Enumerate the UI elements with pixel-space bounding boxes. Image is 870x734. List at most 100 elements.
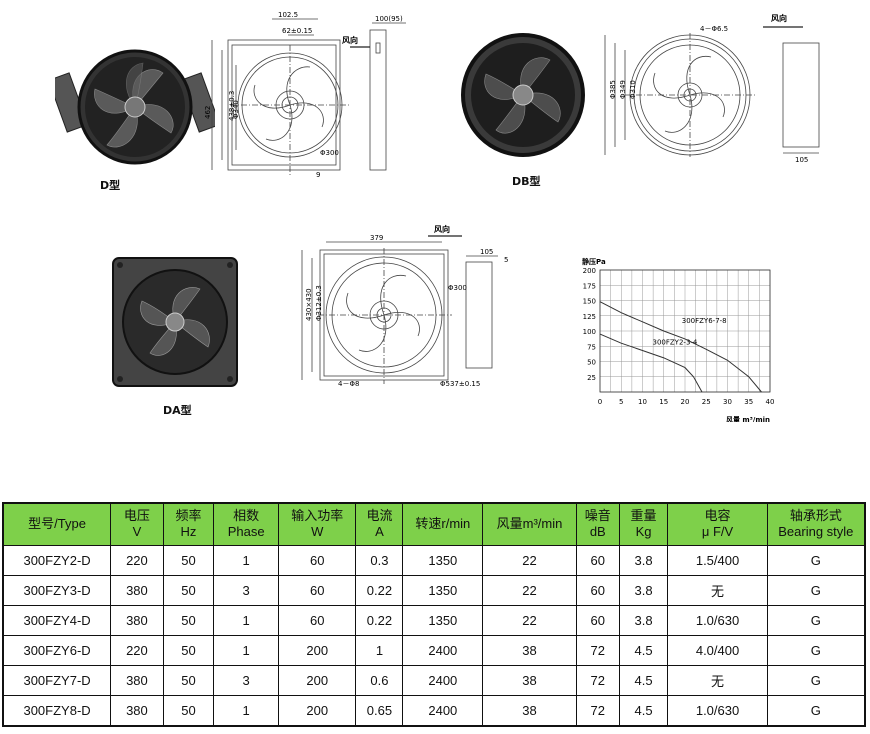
dim-label: Φ300	[448, 284, 467, 292]
table-cell: 60	[278, 544, 357, 576]
column-header-line: 输入功率	[291, 508, 344, 524]
table-cell: 1.0/630	[667, 604, 768, 636]
column-header-line: 重量	[630, 508, 657, 524]
table-cell: 1	[213, 544, 280, 576]
wind-direction-label: 风向	[434, 224, 450, 234]
column-header: 转速r/min	[402, 502, 484, 546]
table-cell: 1350	[402, 604, 484, 636]
table-cell: G	[766, 664, 866, 696]
table-cell: 200	[278, 694, 357, 726]
wind-direction-label: 风向	[342, 35, 358, 45]
y-tick-label: 125	[583, 313, 596, 321]
table-cell: 60	[575, 604, 620, 636]
table-cell: 60	[278, 604, 357, 636]
column-header: 型号/Type	[2, 502, 112, 546]
column-header-line: 频率	[175, 508, 202, 524]
table-cell: 50	[162, 634, 215, 666]
y-tick-label: 175	[583, 282, 596, 290]
table-cell: 0.3	[355, 544, 404, 576]
table-cell: 2400	[402, 694, 484, 726]
x-tick-label: 35	[744, 398, 753, 406]
y-tick-label: 50	[587, 359, 596, 367]
drawing-db: 4－Φ6.5 风向 Φ385 Φ349 Φ310 105	[604, 13, 820, 164]
table-cell: 4.0/400	[667, 634, 768, 666]
column-header-line: 转速r/min	[415, 516, 471, 532]
column-header-line: A	[375, 524, 384, 540]
fan-photo-db	[461, 33, 585, 157]
column-header-line: 电流	[366, 508, 393, 524]
column-header-line: 相数	[233, 508, 260, 524]
y-axis-label: 静压Pa	[582, 257, 606, 266]
table-cell: 0.22	[355, 604, 404, 636]
series-label: 300FZY2-3-4	[653, 339, 698, 347]
table-cell: 0.6	[355, 664, 404, 696]
table-cell: 3	[213, 574, 280, 606]
series-label: 300FZY6-7-8	[682, 317, 727, 325]
table-cell: 300FZY3-D	[2, 574, 112, 606]
drawing-d: 102.5 62±0.15 100(95) 风向 462 438±0.3 Φ34…	[204, 11, 406, 179]
caption-d: D型	[100, 179, 121, 192]
table-cell: G	[766, 634, 866, 666]
dim-label: Φ312±0.3	[315, 285, 323, 321]
x-tick-label: 25	[702, 398, 711, 406]
column-header-line: Bearing style	[778, 524, 854, 540]
table-cell: 2400	[402, 634, 484, 666]
column-header-line: 轴承形式	[789, 508, 842, 524]
table-cell: 50	[162, 604, 215, 636]
table-cell: 50	[162, 574, 215, 606]
x-tick-label: 10	[638, 398, 647, 406]
caption-db: DB型	[512, 175, 541, 188]
table-cell: 1350	[402, 574, 484, 606]
table-cell: G	[766, 604, 866, 636]
dim-label: Φ300	[320, 149, 339, 157]
x-tick-label: 5	[619, 398, 623, 406]
table-cell: 300FZY8-D	[2, 694, 112, 726]
dim-label: 5	[504, 256, 508, 264]
table-cell: 22	[482, 604, 577, 636]
table-cell: 220	[110, 634, 164, 666]
table-cell: 4.5	[618, 634, 669, 666]
table-cell: 300FZY4-D	[2, 604, 112, 636]
table-cell: 380	[110, 604, 164, 636]
table-cell: 300FZY6-D	[2, 634, 112, 666]
dim-label: Φ385	[609, 80, 617, 99]
column-header-line: μ F/V	[701, 524, 734, 540]
x-tick-label: 20	[681, 398, 690, 406]
table-cell: 4.5	[618, 664, 669, 696]
table-cell: 2400	[402, 664, 484, 696]
table-cell: 1	[213, 694, 280, 726]
table-cell: 1	[213, 604, 280, 636]
table-cell: 0.22	[355, 574, 404, 606]
fan-photo-da	[112, 257, 238, 387]
dim-label: 379	[370, 234, 383, 242]
column-header-line: W	[311, 524, 324, 540]
column-header-line: 风量m³/min	[496, 516, 563, 532]
fan-photo-d	[55, 49, 215, 165]
column-header-line: V	[132, 524, 142, 540]
table-cell: 0.65	[355, 694, 404, 726]
x-tick-label: 0	[598, 398, 602, 406]
dim-label: 462	[204, 106, 212, 119]
column-header-line: dB	[589, 524, 606, 540]
table-cell: 1350	[402, 544, 484, 576]
dim-label: 430×430	[305, 288, 313, 321]
dim-label: Φ537±0.15	[440, 380, 480, 388]
y-tick-label: 75	[587, 343, 596, 351]
dim-label: 105	[480, 248, 493, 256]
table-cell: 1	[213, 634, 280, 666]
table-cell: 200	[278, 634, 357, 666]
table-cell: G	[766, 694, 866, 726]
x-tick-label: 15	[659, 398, 668, 406]
table-cell: 50	[162, 664, 215, 696]
table-cell: 38	[482, 664, 577, 696]
table-cell: 无	[667, 664, 768, 696]
